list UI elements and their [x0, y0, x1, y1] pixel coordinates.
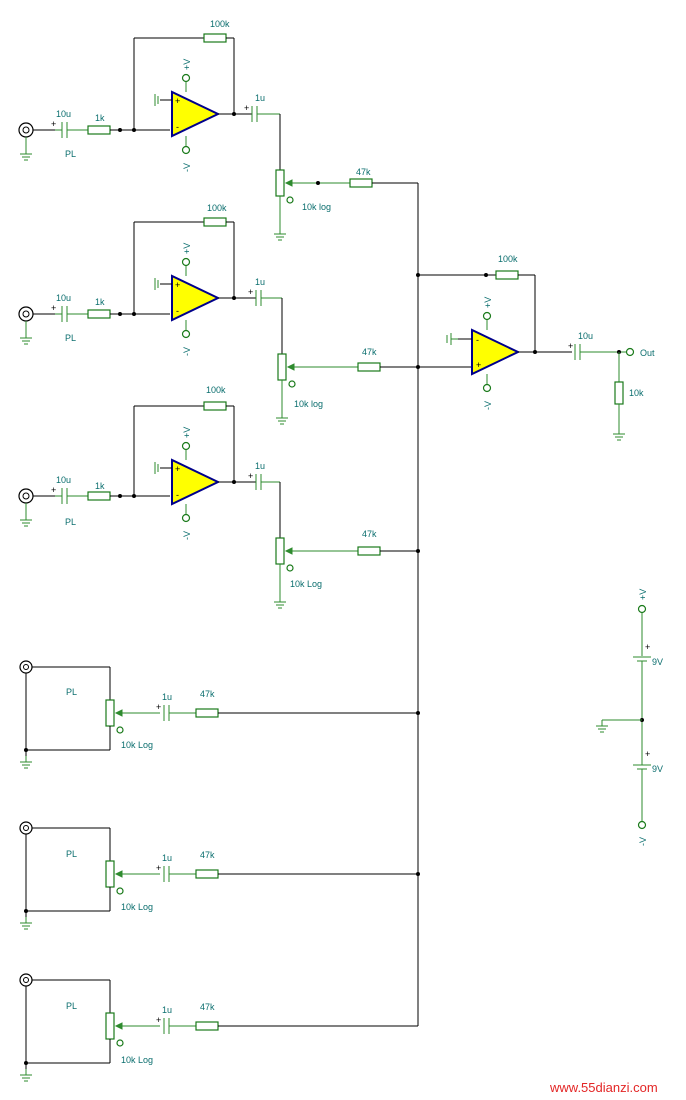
preamp-channel-2: + 10u PL 1k 100k + - +V -V + 1u [18, 203, 418, 425]
input-cap-label: 10u [56, 293, 71, 303]
input-label: PL [65, 149, 76, 159]
mixer-feedback-res-label: 100k [498, 254, 518, 264]
pot-label: 10k Log [121, 902, 153, 912]
coupling-cap-label: 1u [255, 93, 265, 103]
preamp-channel-1: + 10u PL 1k 100k + - +V -V + 1u [18, 19, 419, 275]
svg-text:-V: -V [182, 531, 192, 540]
svg-text:+: + [248, 287, 253, 297]
line-channel-6: PL 10k Log + 1u 47k [19, 973, 418, 1082]
svg-text:+: + [156, 702, 161, 712]
output-terminal-icon [625, 347, 635, 357]
svg-text:+: + [51, 119, 56, 129]
svg-text:-: - [476, 335, 479, 345]
svg-text:-V: -V [483, 401, 493, 410]
svg-text:+: + [51, 303, 56, 313]
input-res-label: 1k [95, 481, 105, 491]
pot-label: 10k Log [121, 740, 153, 750]
mix-res-label: 47k [200, 1002, 215, 1012]
input-label: PL [66, 687, 77, 697]
watermark: www.55dianzi.com [549, 1080, 658, 1095]
power-supply: +V + 9V + 9V -V [595, 589, 663, 846]
svg-text:-: - [176, 306, 179, 316]
svg-text:+: + [476, 360, 481, 370]
pot-label: 10k Log [121, 1055, 153, 1065]
input-res-label: 1k [95, 113, 105, 123]
pot-label: 10k log [302, 202, 331, 212]
battery2-label: 9V [652, 764, 663, 774]
svg-text:-V: -V [638, 837, 648, 846]
svg-text:+V: +V [483, 297, 493, 308]
svg-text:+: + [645, 749, 650, 759]
svg-text:+V: +V [638, 589, 648, 600]
input-cap-label: 10u [56, 475, 71, 485]
svg-text:+: + [156, 1015, 161, 1025]
svg-text:+: + [175, 96, 180, 106]
input-label: PL [66, 849, 77, 859]
input-res-label: 1k [95, 297, 105, 307]
line-channel-4: PL 10k Log + 1u 47k [19, 660, 418, 769]
opamp-icon [171, 274, 221, 322]
summing-bus [416, 273, 420, 1026]
coupling-cap-label: 1u [255, 461, 265, 471]
svg-text:-V: -V [182, 347, 192, 356]
mixer-stage: 100k - + +V -V + 10u Out 10k [418, 254, 655, 441]
mix-res-label: 47k [362, 529, 377, 539]
input-label: PL [65, 333, 76, 343]
opamp-icon [471, 328, 521, 376]
svg-text:+: + [568, 341, 573, 351]
coupling-cap-label: 1u [162, 692, 172, 702]
input-label: PL [65, 517, 76, 527]
opamp-icon [171, 458, 221, 506]
svg-text:+: + [244, 103, 249, 113]
svg-text:+V: +V [182, 427, 192, 438]
coupling-cap-label: 1u [162, 853, 172, 863]
mix-res-label: 47k [362, 347, 377, 357]
coupling-cap-label: 1u [162, 1005, 172, 1015]
feedback-res-label: 100k [206, 385, 226, 395]
opamp-icon [171, 90, 221, 138]
input-cap-label: 10u [56, 109, 71, 119]
svg-text:-V: -V [182, 163, 192, 172]
feedback-res-label: 100k [207, 203, 227, 213]
svg-text:+: + [645, 642, 650, 652]
pot-label: 10k log [294, 399, 323, 409]
output-res-label: 10k [629, 388, 644, 398]
svg-text:-: - [176, 122, 179, 132]
input-label: PL [66, 1001, 77, 1011]
output-cap-label: 10u [578, 331, 593, 341]
mix-res-label: 47k [356, 167, 371, 177]
mix-res-label: 47k [200, 689, 215, 699]
mix-res-label: 47k [200, 850, 215, 860]
svg-text:+V: +V [182, 243, 192, 254]
svg-text:+: + [156, 863, 161, 873]
svg-text:+: + [51, 485, 56, 495]
svg-text:+: + [175, 280, 180, 290]
svg-text:-: - [176, 490, 179, 500]
svg-text:+V: +V [182, 59, 192, 70]
preamp-channel-3: + 10u PL 1k 100k + - +V -V + 1u [18, 385, 418, 609]
svg-text:+: + [175, 464, 180, 474]
coupling-cap-label: 1u [255, 277, 265, 287]
battery1-label: 9V [652, 657, 663, 667]
line-channel-5: PL 10k Log + 1u 47k [19, 821, 418, 930]
svg-text:+: + [248, 471, 253, 481]
output-label: Out [640, 348, 655, 358]
feedback-res-label: 100k [210, 19, 230, 29]
pot-label: 10k Log [290, 579, 322, 589]
